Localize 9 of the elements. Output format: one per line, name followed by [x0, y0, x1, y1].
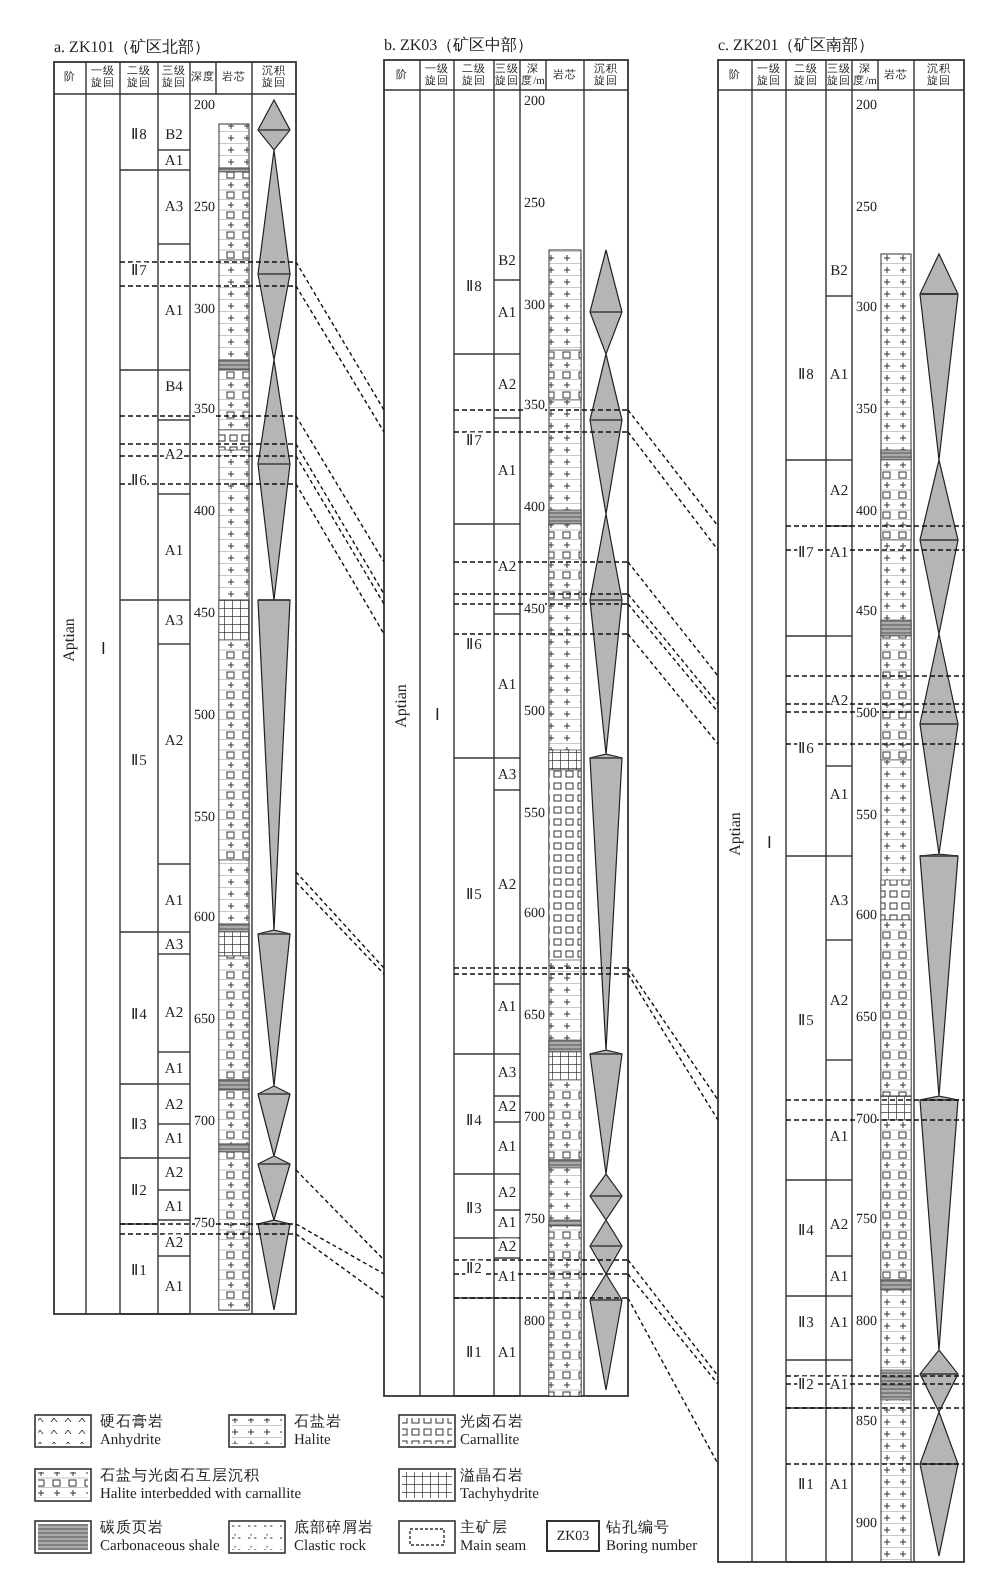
stage-label: Aptian — [727, 811, 743, 857]
cycle-label: Ⅰ — [434, 708, 440, 724]
column-title: b. ZK03（矿区中部） — [384, 38, 534, 54]
column-title: a. ZK101（矿区北部） — [54, 40, 211, 56]
stage-label: Aptian — [62, 617, 78, 663]
column-title: c. ZK201（矿区南部） — [718, 38, 875, 54]
cycle-label: Ⅰ — [766, 836, 772, 852]
stage-label: Aptian — [394, 683, 410, 729]
cycle-label: Ⅰ — [100, 642, 106, 658]
